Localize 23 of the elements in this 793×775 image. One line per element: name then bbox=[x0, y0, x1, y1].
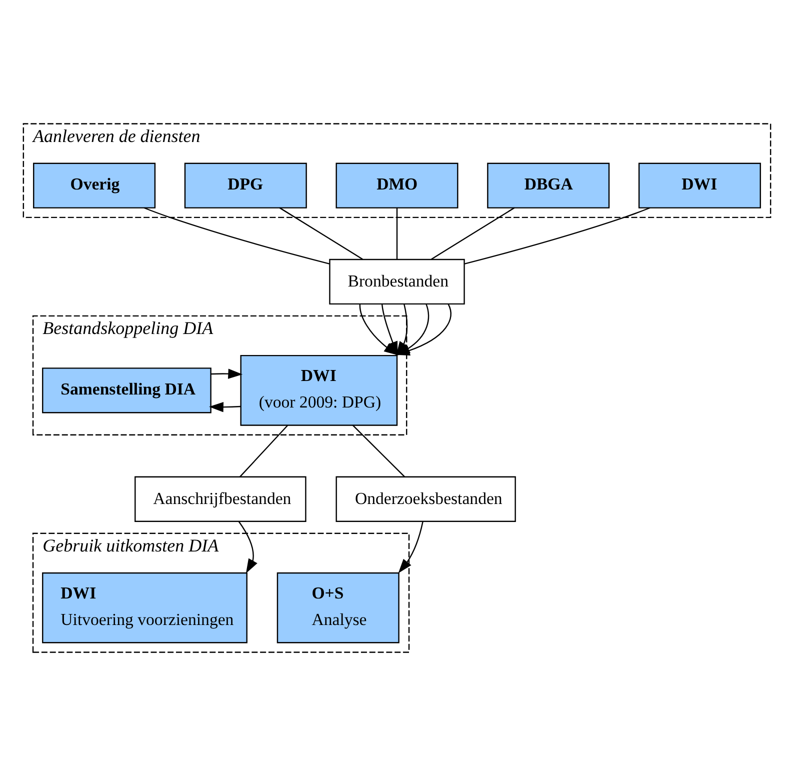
connector bbox=[143, 206, 329, 264]
node-box: Bronbestanden bbox=[328, 258, 464, 304]
arrow bbox=[210, 368, 242, 378]
connector bbox=[352, 424, 405, 477]
node-box: Onderzoeksbestanden bbox=[335, 476, 516, 522]
node-box: DBGA bbox=[486, 162, 610, 208]
node-box: Aanschrijfbestanden bbox=[134, 476, 306, 522]
arrow bbox=[238, 520, 257, 573]
node-box: DWI bbox=[638, 162, 760, 208]
node-box: Overig bbox=[32, 162, 156, 208]
connector bbox=[464, 206, 650, 264]
arrow bbox=[398, 521, 423, 573]
node-box: DMO bbox=[335, 162, 458, 208]
arrow bbox=[208, 402, 240, 412]
connector bbox=[239, 424, 288, 477]
connector bbox=[396, 208, 398, 259]
node-box: Samenstelling DIA bbox=[42, 367, 211, 413]
node-box: O+S Analyse bbox=[276, 572, 399, 643]
node-box: DWI Uitvoering voorzieningen bbox=[42, 572, 247, 643]
node-box: DWI (voor 2009: DPG) bbox=[240, 354, 398, 426]
node-box: DPG bbox=[184, 162, 306, 208]
connector bbox=[278, 206, 362, 260]
connector bbox=[430, 206, 514, 260]
